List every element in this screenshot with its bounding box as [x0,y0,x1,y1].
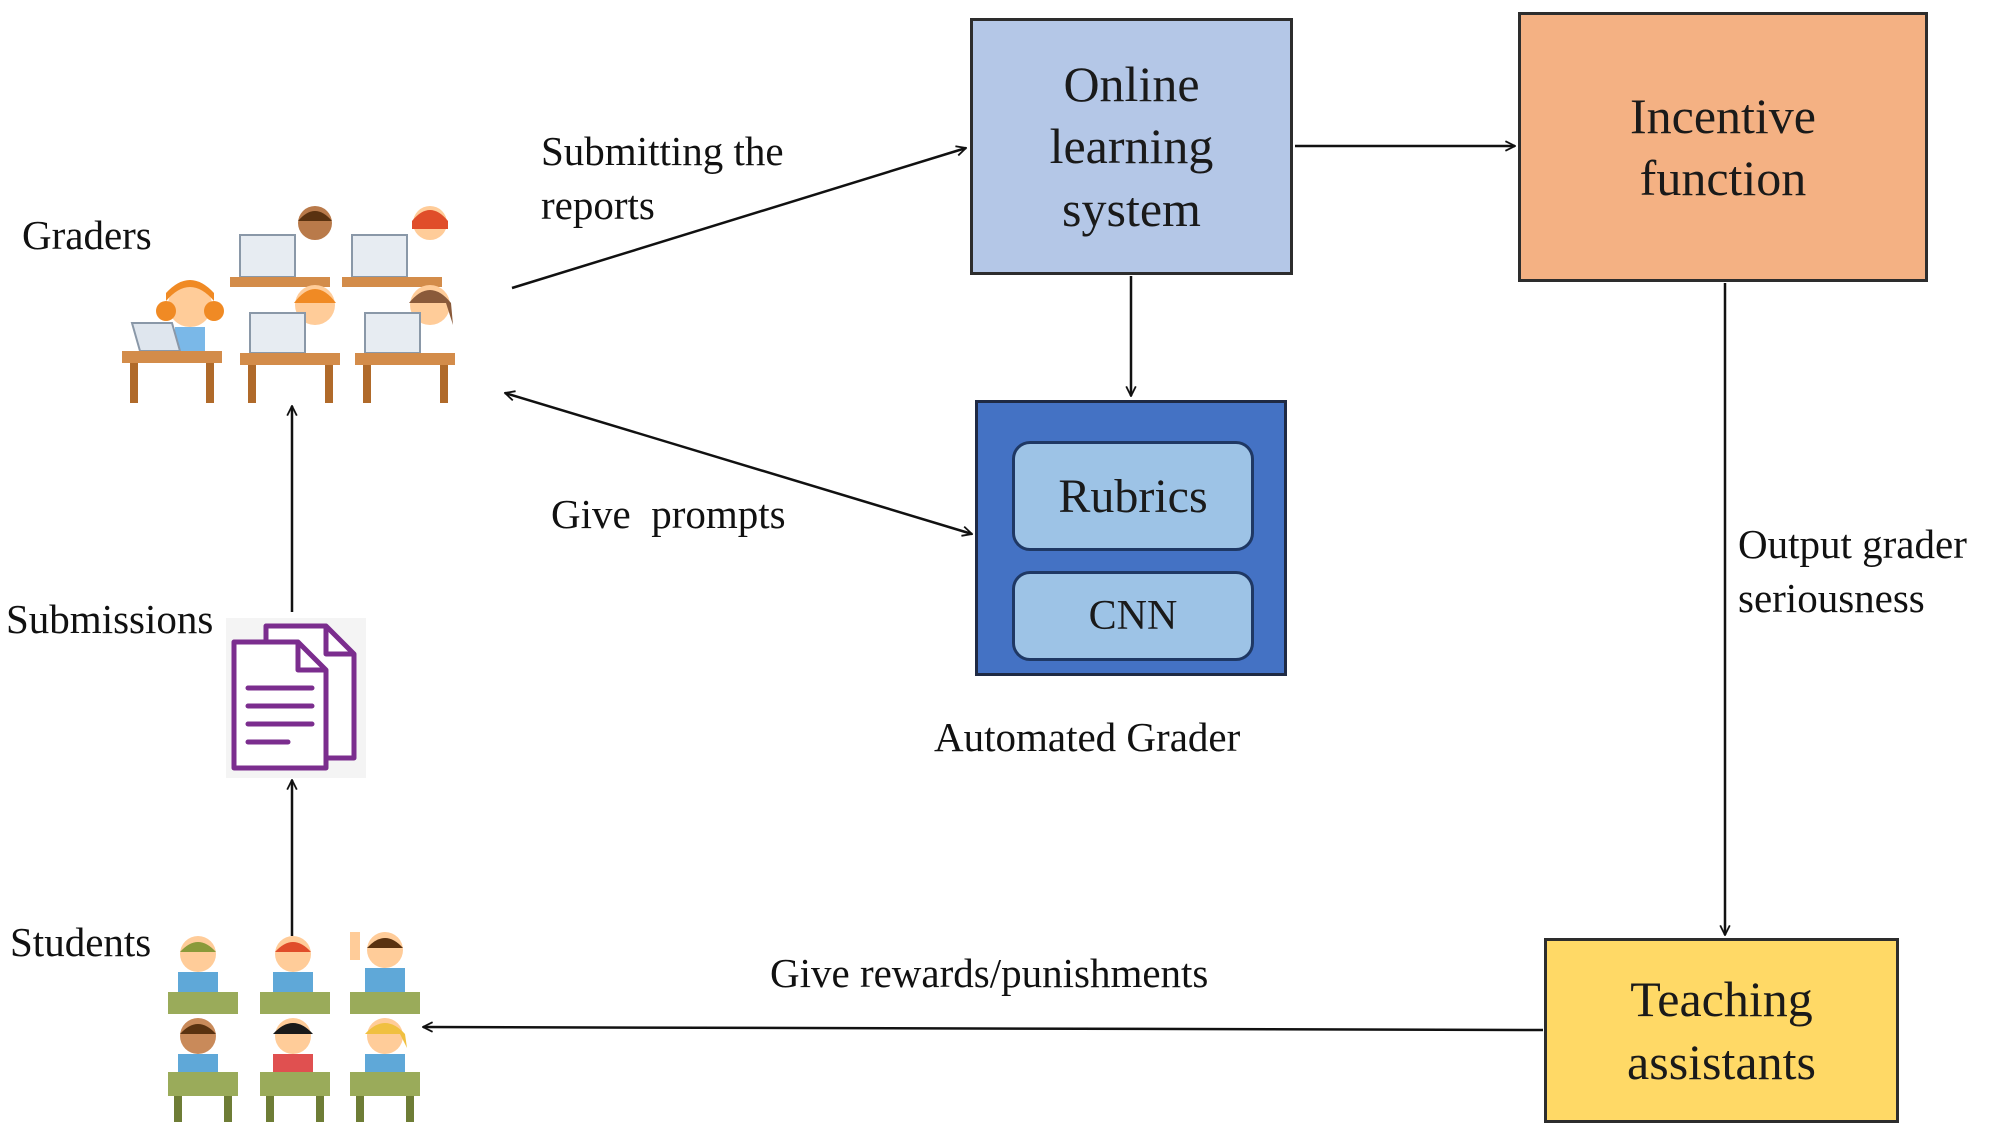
teaching-assistants-box: Teaching assistants [1544,938,1899,1123]
output-line-2: seriousness [1738,575,1925,622]
cnn-box: CNN [1012,571,1254,661]
students-label: Students [10,919,152,965]
submitting-reports-label: Submitting the reports [541,124,784,232]
give-prompts-label: Give prompts [551,491,786,537]
output-seriousness-label: Output grader seriousness [1738,517,1967,625]
online-line-3: system [1062,180,1201,237]
documents-icon [226,618,366,778]
teaching-line-2: assistants [1627,1033,1816,1090]
output-line-1: Output grader [1738,521,1967,567]
grader-desk-laptop [122,280,224,403]
grader-row-bottom [240,285,455,403]
incentive-line-2: function [1639,150,1807,206]
teaching-line-1: Teaching [1630,971,1813,1027]
rubrics-box: Rubrics [1012,441,1254,551]
online-learning-system-box: Online learning system [970,18,1293,275]
arrow-teaching-to-students [423,1027,1544,1030]
student-row-back [168,932,420,1014]
cnn-label: CNN [1088,593,1178,639]
incentive-function-box: Incentive function [1518,12,1928,282]
online-line-2: learning [1049,118,1214,175]
incentive-line-1: Incentive [1629,87,1816,144]
submitting-line-1: Submitting the [541,128,784,174]
students-illustration [168,932,420,1122]
graders-illustration [122,206,455,403]
rubrics-label: Rubrics [1058,469,1208,523]
online-line-1: Online [1063,55,1200,112]
submitting-line-2: reports [541,182,655,229]
automated-grader-box: Rubrics CNN [975,400,1287,676]
student-row-front [168,1018,420,1122]
grader-row-top [230,206,448,287]
submissions-label: Submissions [6,596,214,642]
automated-grader-caption: Automated Grader [934,714,1241,760]
graders-label: Graders [22,212,152,258]
arrow-prompts-bidirectional [505,393,972,534]
arrow-graders-to-online [511,148,966,290]
rewards-punishments-label: Give rewards/punishments [770,950,1209,996]
